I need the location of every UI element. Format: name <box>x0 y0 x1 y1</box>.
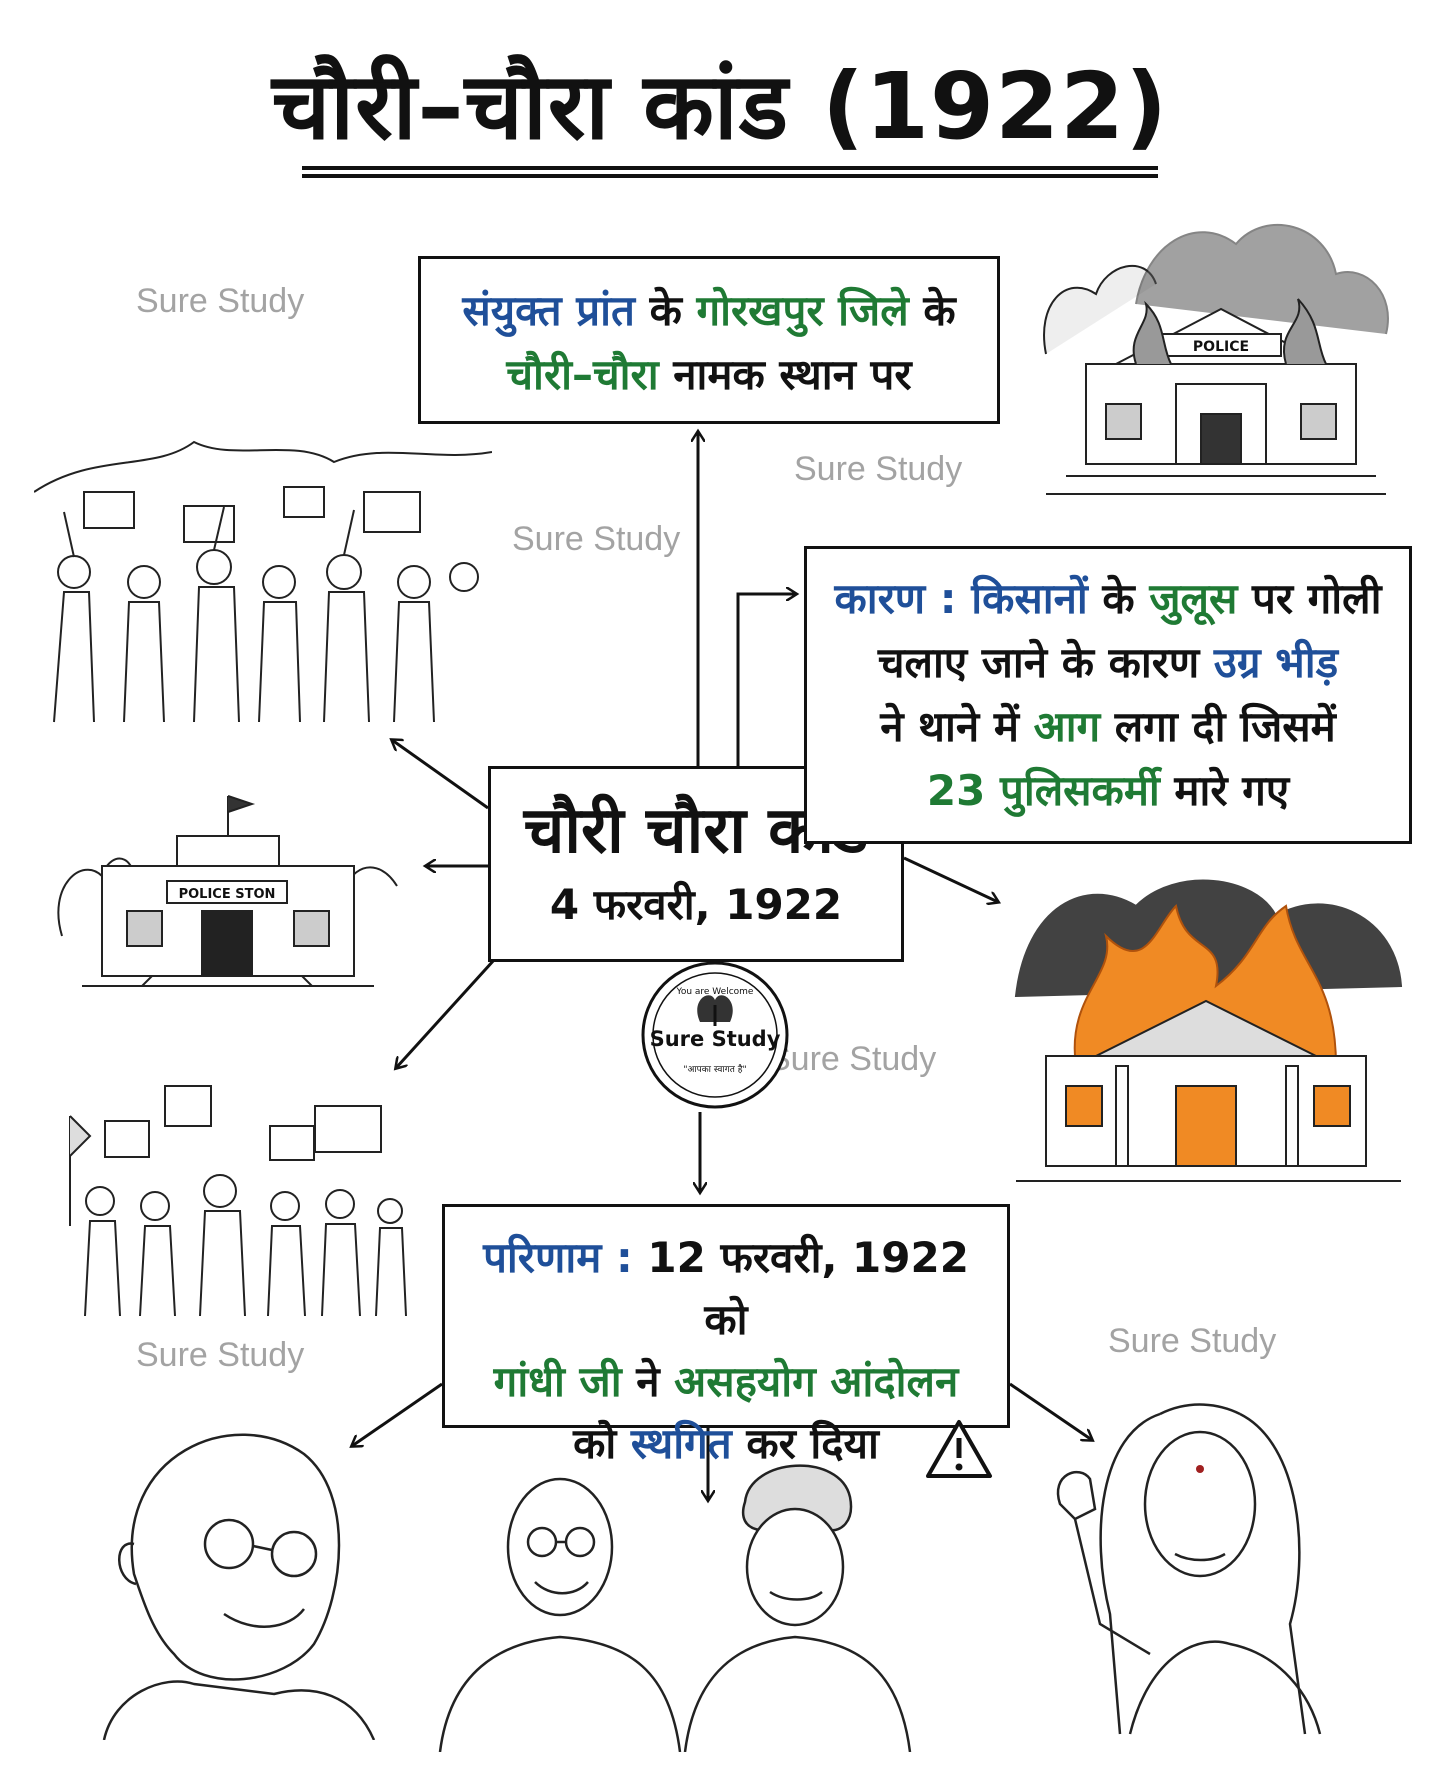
result-text: 12 फरवरी, 1922 को <box>632 1233 969 1344</box>
cause-text: आग <box>1033 702 1101 751</box>
result-text: स्थगित <box>630 1419 732 1468</box>
watermark: Sure Study <box>768 1040 937 1078</box>
cause-text: जुलूस <box>1149 574 1238 623</box>
arrow-to-gandhi <box>352 1382 443 1446</box>
location-district: गोरखपुर जिले <box>696 286 909 335</box>
center-event-box: चौरी चौरा कांड 4 फरवरी, 1922 <box>488 766 904 962</box>
warning-icon <box>926 1420 992 1478</box>
arrow-to-fire <box>903 856 998 902</box>
watermark: Sure Study <box>512 520 681 558</box>
seal-bottom-text: "आपका स्वागत है" <box>683 1063 746 1075</box>
result-label: परिणाम : <box>483 1233 633 1282</box>
arrow-to-cause <box>736 594 796 766</box>
watermark: Sure Study <box>1108 1322 1277 1360</box>
cause-box: कारण : किसानों के जुलूस पर गोली चलाए जान… <box>804 546 1412 844</box>
arrow-to-crowd <box>392 740 489 810</box>
location-text: नामक स्थान पर <box>658 350 912 399</box>
result-box: परिणाम : 12 फरवरी, 1922 को गांधी जी ने अ… <box>442 1204 1010 1468</box>
seal-center-text: Sure Study <box>650 1027 781 1051</box>
cause-text: ने थाने में <box>880 702 1034 751</box>
location-place: चौरी–चौरा <box>506 350 659 399</box>
burning-police-station-sketch: POLICE <box>1043 223 1389 495</box>
cause-text: लगा दी जिसमें <box>1100 702 1336 751</box>
location-text: के <box>908 286 956 335</box>
protest-crowd-sketch <box>34 440 492 723</box>
police-sign-text: POLICE <box>1193 339 1249 355</box>
station-sign-text: POLICE STON <box>179 887 276 902</box>
sure-study-seal-logo: Sure Study You are Welcome "आपका स्वागत … <box>641 961 789 1109</box>
result-text: कर दिया <box>731 1419 879 1468</box>
location-state: संयुक्त प्रांत <box>462 286 635 335</box>
cause-text: पर गोली <box>1237 574 1382 623</box>
title-underline-2 <box>302 174 1158 178</box>
result-text: को <box>573 1419 631 1468</box>
location-box: संयुक्त प्रांत के गोरखपुर जिले के चौरी–च… <box>418 256 1000 424</box>
cause-text: 23 पुलिसकर्मी <box>926 766 1160 815</box>
watermark: Sure Study <box>794 450 963 488</box>
arrow-to-protest <box>396 958 496 1068</box>
location-text: के <box>634 286 697 335</box>
watermark: Sure Study <box>136 1336 305 1374</box>
result-text: असहयोग आंदोलन <box>674 1357 959 1406</box>
woman-raised-fist-sketch <box>1056 1403 1322 1735</box>
watermark: Sure Study <box>136 282 305 320</box>
page-title: चौरी–चौरा कांड (1922) <box>271 53 1169 160</box>
cause-text: मारे गए <box>1159 766 1290 815</box>
cause-text: उग्र भीड़ <box>1213 638 1339 687</box>
event-date: 4 फरवरी, 1922 <box>549 880 843 929</box>
cause-text: चलाए जाने के कारण <box>877 638 1214 687</box>
cause-text: किसानों <box>956 574 1088 623</box>
title-underline <box>302 166 1158 170</box>
cause-label: कारण : <box>834 574 957 623</box>
result-text: ने <box>621 1357 675 1406</box>
result-text: गांधी जी <box>493 1357 622 1406</box>
marching-protestors-sketch <box>69 1085 407 1317</box>
police-station-sketch: POLICE STON <box>57 795 398 987</box>
seal-top-text: You are Welcome <box>676 987 754 997</box>
gandhi-and-farmer-sketch <box>438 1464 912 1752</box>
cause-text: के <box>1087 574 1150 623</box>
police-station-fire-sketch <box>1014 879 1403 1182</box>
arrow-to-woman <box>1009 1382 1092 1440</box>
gandhi-portrait-sketch <box>102 1433 376 1740</box>
